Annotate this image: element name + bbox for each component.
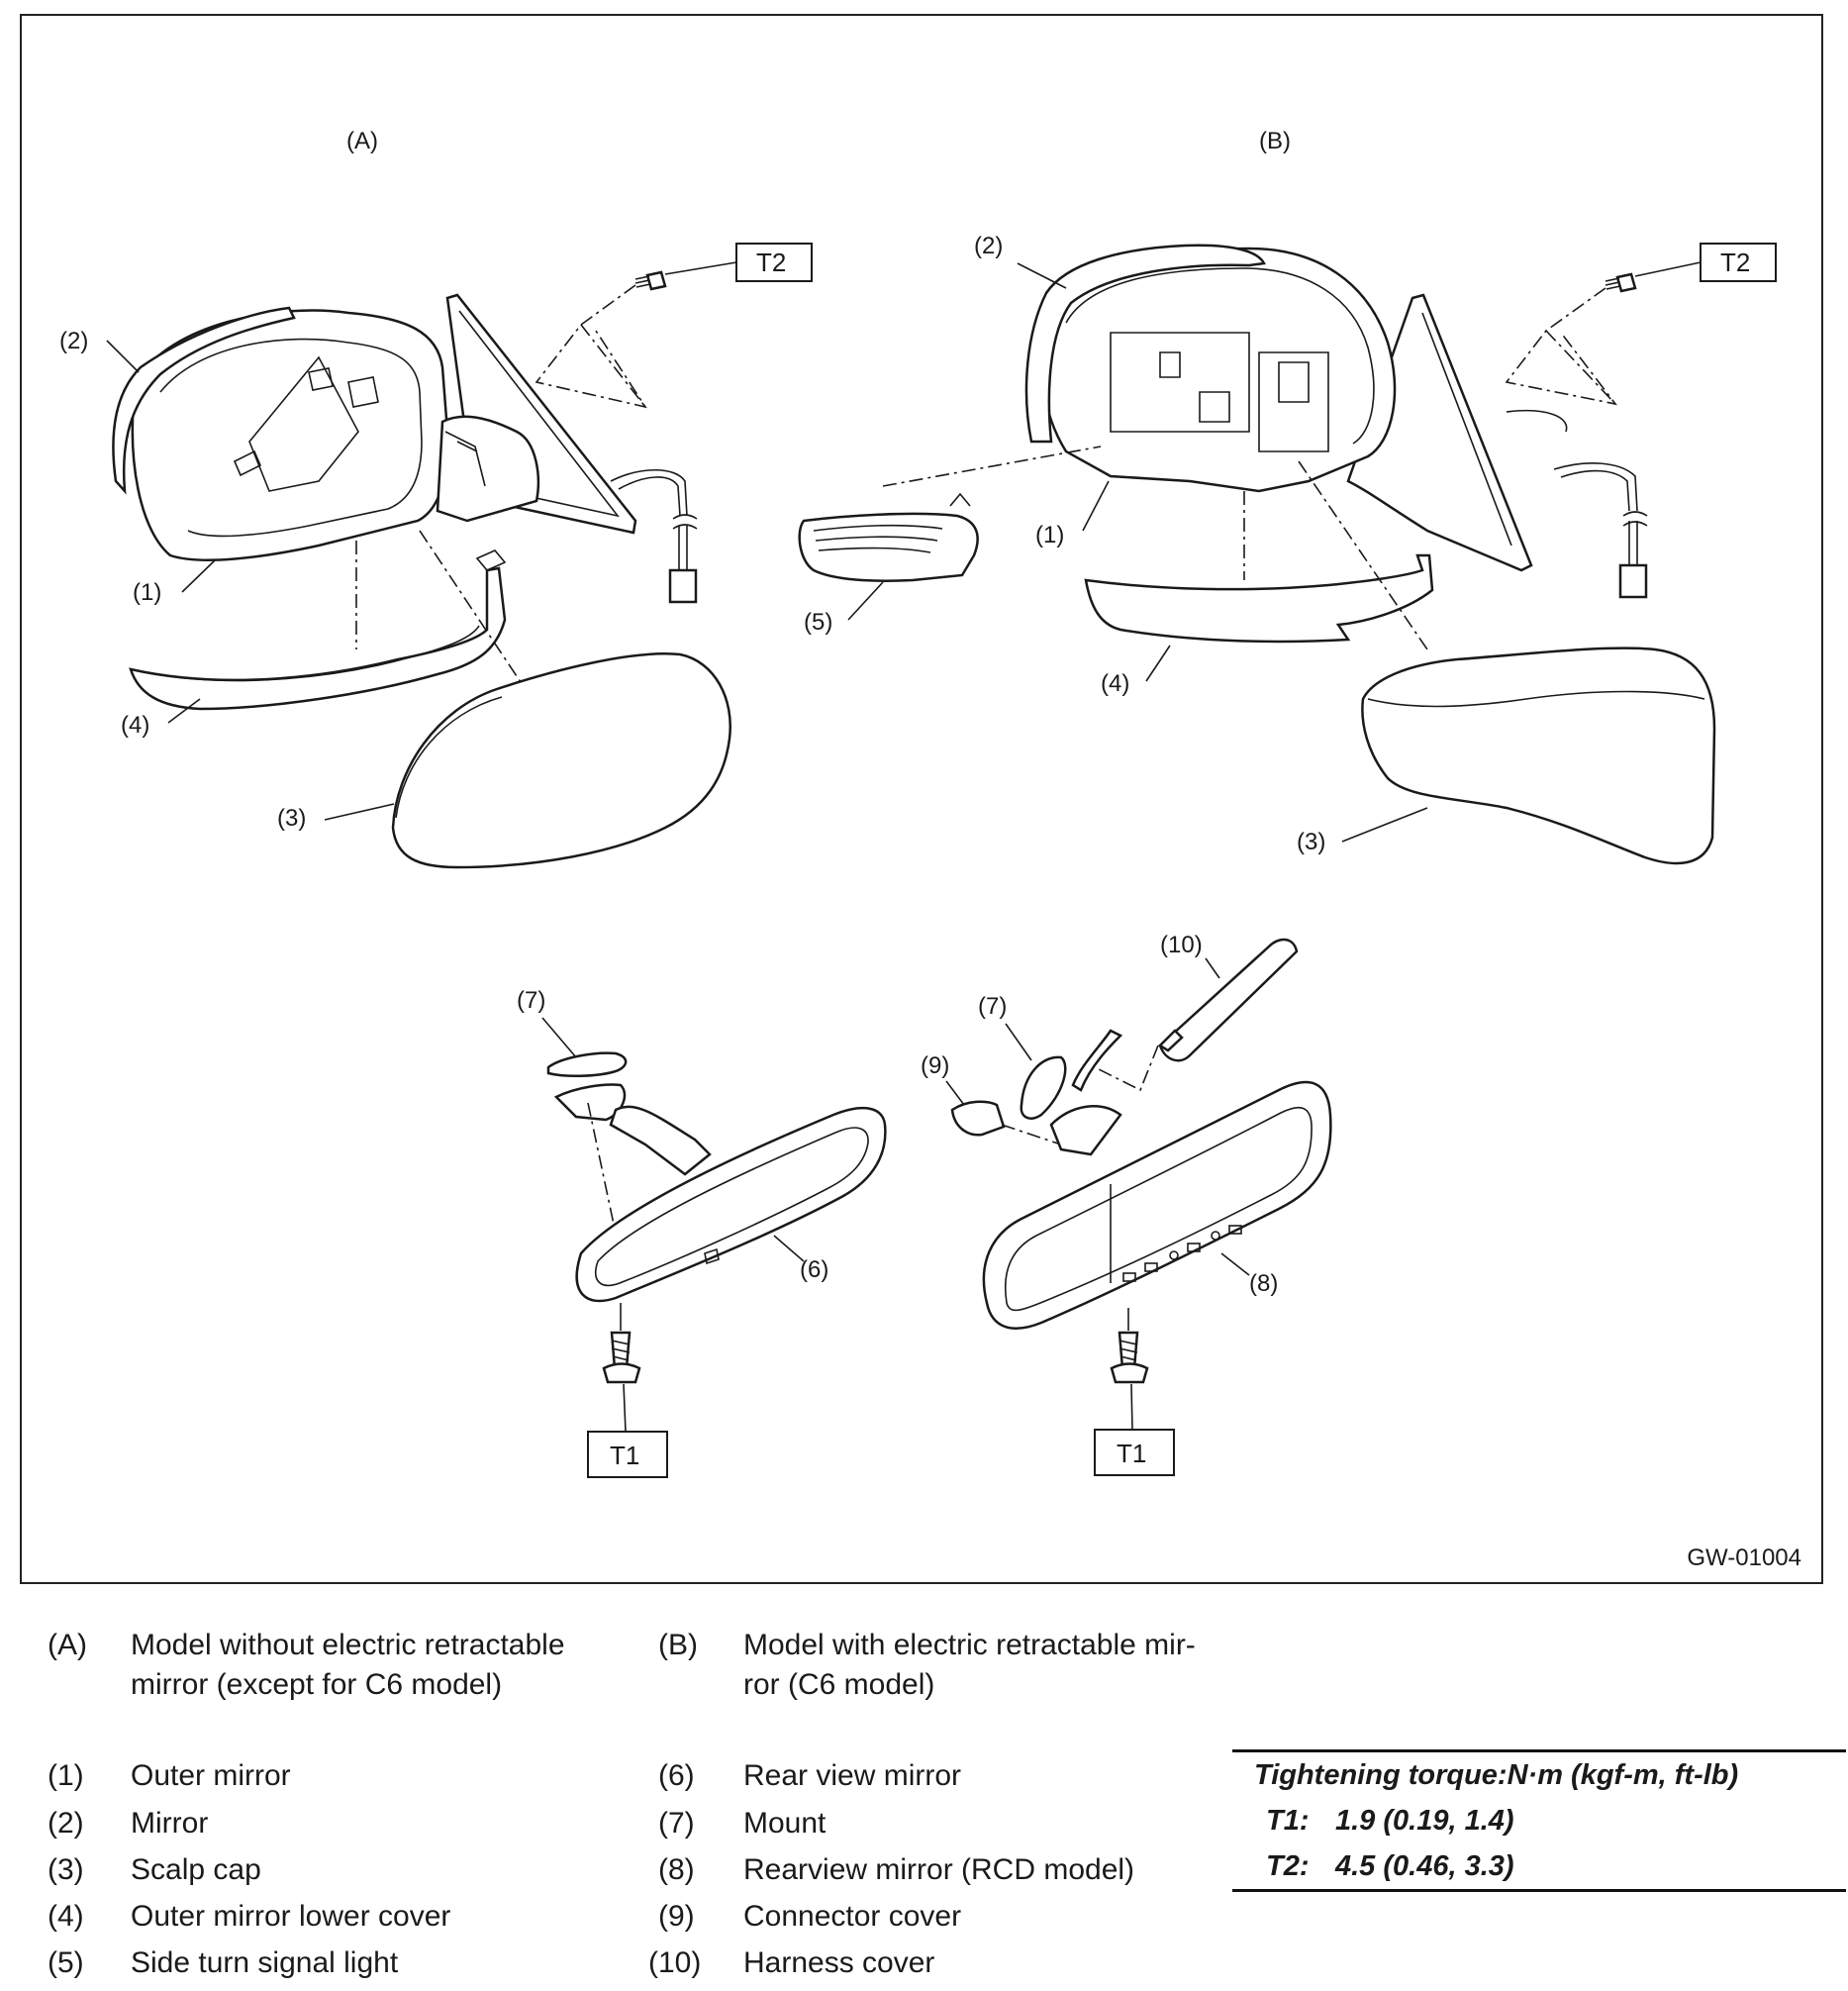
lower-cover-b — [1084, 553, 1434, 644]
legend-text: ror (C6 model) — [743, 1668, 935, 1701]
figure-id: GW-01004 — [1687, 1544, 1801, 1571]
torque-box-t2-a: T2 — [735, 243, 813, 282]
callout-3-b: (3) — [1297, 829, 1325, 855]
callout-2-a: (2) — [59, 328, 88, 354]
torque-value: 1.9 (0.19, 1.4) — [1335, 1805, 1514, 1837]
lower-cover-a — [129, 566, 507, 711]
exploded-diagram: (A) T2 (2) (1) (4) (3) (B) — [20, 14, 1823, 1584]
legend-text: Model without electric retractable — [131, 1629, 565, 1661]
torque-value: 4.5 (0.46, 3.3) — [1335, 1850, 1514, 1882]
callout-3-a: (3) — [277, 805, 306, 832]
screw-icon — [602, 1331, 641, 1384]
harness-cover — [1158, 938, 1299, 1062]
torque-rule-bottom — [1232, 1889, 1846, 1892]
torque-row-t2: T2: 4.5 (0.46, 3.3) — [1232, 1843, 1846, 1889]
rcd-buttons — [1122, 1225, 1242, 1282]
torque-box-t1-left: T1 — [587, 1431, 668, 1478]
callout-7-right: (7) — [978, 993, 1007, 1020]
torque-box-t2-b: T2 — [1700, 243, 1777, 282]
screw-icon — [1110, 1331, 1149, 1384]
scalp-cap-a — [391, 652, 732, 869]
callout-9: (9) — [921, 1052, 949, 1079]
bolt-icon — [634, 270, 667, 291]
svg-text:T1: T1 — [610, 1441, 639, 1470]
callout-8: (8) — [1249, 1270, 1278, 1297]
mount-plate-left — [546, 1051, 628, 1078]
view-b-label: (B) — [1259, 128, 1291, 154]
callout-10: (10) — [1160, 932, 1203, 958]
torque-key: T2: — [1266, 1850, 1310, 1882]
scalp-cap-b — [1361, 647, 1716, 865]
callout-1-a: (1) — [133, 579, 161, 606]
rearview-mirror-rcd — [982, 1080, 1332, 1330]
torque-heading: Tightening torque:N·m (kgf-m, ft-lb) — [1254, 1759, 1739, 1791]
callout-1-b: (1) — [1035, 522, 1064, 548]
callout-4-b: (4) — [1101, 670, 1129, 697]
callout-5-b: (5) — [804, 609, 832, 636]
legend-text: mirror (except for C6 model) — [131, 1668, 503, 1701]
torque-box-t1-right: T1 — [1094, 1429, 1175, 1476]
svg-text:T1: T1 — [1117, 1439, 1146, 1468]
connector-cover — [950, 1100, 1006, 1137]
legend-text: Model with electric retractable mir- — [743, 1629, 1196, 1661]
legend-code: (B) — [658, 1629, 698, 1661]
callout-4-a: (4) — [121, 712, 149, 739]
torque-row-t1: T1: 1.9 (0.19, 1.4) — [1232, 1798, 1846, 1843]
torque-key: T1: — [1266, 1805, 1310, 1837]
view-a-label: (A) — [346, 128, 378, 154]
mirror-glass-b — [1024, 244, 1266, 444]
mirror-glass-a — [112, 306, 296, 495]
callout-6: (6) — [800, 1256, 828, 1283]
torque-table: Tightening torque:N·m (kgf-m, ft-lb) T1:… — [1232, 1749, 1846, 1892]
legend-code: (A) — [48, 1629, 87, 1661]
svg-text:T2: T2 — [1720, 248, 1750, 277]
diagram-canvas: (A) T2 (2) (1) (4) (3) (B) — [59, 128, 1777, 1478]
callout-7-left: (7) — [517, 987, 545, 1014]
rear-view-mirror — [575, 1107, 887, 1303]
callout-2-b: (2) — [974, 233, 1003, 259]
mount-plate-right — [1020, 1055, 1067, 1120]
torque-rule-top — [1232, 1749, 1846, 1752]
turn-signal-b — [798, 512, 979, 582]
svg-text:T2: T2 — [756, 248, 786, 277]
bolt-icon — [1605, 272, 1637, 293]
